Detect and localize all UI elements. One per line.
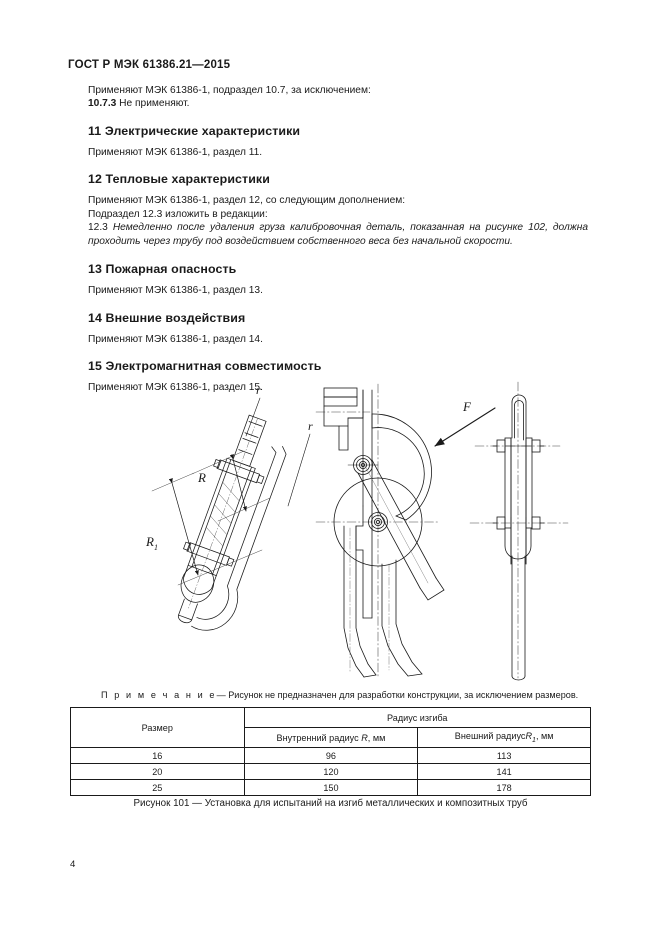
clause-12-3-text: Немедленно после удаления груза калибров… xyxy=(88,222,588,248)
section-heading-14: 14 Внешние воздействия xyxy=(88,310,246,325)
page-number: 4 xyxy=(70,859,76,870)
top-clamp-bracket xyxy=(323,387,364,451)
cell-size: 16 xyxy=(70,747,245,764)
intro-clause-text: Не применяют. xyxy=(119,98,190,110)
lower-roller xyxy=(333,477,423,567)
figure-note: П р и м е ч а н и е— Рисунок не предназн… xyxy=(101,689,621,701)
intro-paragraph-line2: 10.7.3 Не применяют. xyxy=(88,97,588,110)
table-header-inner-prefix: Внутренний радиус xyxy=(276,732,362,743)
fillet-label-1: r xyxy=(308,419,313,433)
force-label: F xyxy=(462,399,472,414)
table-header-outer-radius: Внешний радиусR1, мм xyxy=(417,727,591,748)
section-12-clause-12-3: 12.3 Немедленно после удаления груза кал… xyxy=(88,221,588,249)
table-header-outer-subscript: 1 xyxy=(532,736,536,744)
lever-arm xyxy=(357,459,445,601)
section-heading-11: 11 Электрические характеристики xyxy=(88,123,301,138)
section-11-paragraph-1: Применяют МЭК 61386-1, раздел 11. xyxy=(88,146,263,158)
table-header-row-1: Размер Радиус изгиба xyxy=(70,707,592,748)
side-centre-lines xyxy=(469,381,569,679)
table-row: 25 150 178 xyxy=(70,779,591,796)
side-upper-bolt xyxy=(492,439,545,453)
intro-clause-number: 10.7.3 xyxy=(88,98,117,110)
figure-caption: Рисунок 101 — Установка для испытаний на… xyxy=(133,798,528,809)
section-heading-12: 12 Тепловые характеристики xyxy=(88,172,270,187)
cell-outer-radius: 178 xyxy=(417,779,591,796)
cell-size: 25 xyxy=(70,779,245,796)
note-dash: — xyxy=(216,690,226,700)
table-body: 16 96 113 20 120 141 25 150 178 xyxy=(70,747,591,796)
section-15-paragraph-1: Применяют МЭК 61386-1, раздел 15. xyxy=(88,382,263,394)
cell-outer-radius: 113 xyxy=(417,747,591,764)
view-side-assembly xyxy=(469,381,569,681)
centre-lines xyxy=(315,383,439,679)
cell-inner-radius: 96 xyxy=(243,747,419,764)
figure-101-drawing: F xyxy=(120,378,620,683)
document-header-standard-id: ГОСТ Р МЭК 61386.21—2015 xyxy=(68,59,231,71)
view-inclined-detail xyxy=(151,397,311,631)
document-body: Применяют МЭК 61386-1, подраздел 10.7, з… xyxy=(88,84,588,395)
intro-paragraph-line1: Применяют МЭК 61386-1, подраздел 10.7, з… xyxy=(88,85,371,96)
radius-outer-label-group: R 1 xyxy=(145,534,158,552)
table-header-outer-symbol: R xyxy=(525,731,533,742)
radius-outer-label: R xyxy=(145,534,154,549)
fillet-label-2: r xyxy=(256,383,261,397)
force-arrow xyxy=(434,407,496,447)
radius-outer-subscript: 1 xyxy=(154,543,158,552)
table-header-inner-suffix: , мм xyxy=(367,732,386,743)
section-heading-15: 15 Электромагнитная совместимость xyxy=(88,359,322,374)
cell-outer-radius: 141 xyxy=(417,763,591,780)
view-front-assembly xyxy=(315,383,496,679)
cell-size: 20 xyxy=(70,763,245,780)
table-row: 16 96 113 xyxy=(70,747,591,764)
section-14-paragraph-1: Применяют МЭК 61386-1, раздел 14. xyxy=(88,333,263,345)
section-12-paragraph-1: Применяют МЭК 61386-1, раздел 12, со сле… xyxy=(88,195,406,207)
bend-radius-table-wrapper: Размер Радиус изгиба Внутренний радиус R… xyxy=(70,707,592,796)
bend-test-apparatus-svg: F xyxy=(145,381,569,681)
table-header-row-2: Внутренний радиус R, мм Внешний радиусR1… xyxy=(71,727,591,748)
clause-12-3-number: 12.3 xyxy=(88,222,108,234)
cell-inner-radius: 120 xyxy=(243,763,419,780)
upper-pivot-bolt xyxy=(347,455,379,475)
section-13-paragraph-1: Применяют МЭК 61386-1, раздел 13. xyxy=(88,285,263,297)
radius-inner-label: R xyxy=(197,470,206,485)
dimension-R-inner xyxy=(191,450,271,522)
note-text: Рисунок не предназначен для разработки к… xyxy=(228,690,579,700)
table-header-inner-radius: Внутренний радиус R, мм xyxy=(243,727,419,748)
note-label: П р и м е ч а н и е xyxy=(101,690,217,700)
fillet-leader-lines xyxy=(245,397,311,507)
section-heading-13: 13 Пожарная опасность xyxy=(88,262,237,277)
table-row: 20 120 141 xyxy=(70,763,591,780)
frame-column xyxy=(355,389,373,619)
table-header-group-bend-radius: Радиус изгиба xyxy=(243,707,592,728)
specimen-tube-bent xyxy=(343,525,423,678)
section-12-paragraph-2: Подраздел 12.3 изложить в редакции: xyxy=(88,208,268,220)
table-header-inner-symbol: R xyxy=(361,732,368,743)
bending-former-arc xyxy=(371,413,432,521)
dimension-R1-outer xyxy=(151,472,263,586)
bend-radius-table: Размер Радиус изгиба Внутренний радиус R… xyxy=(70,707,592,796)
table-header-outer-suffix: , мм xyxy=(535,731,554,742)
side-lower-bolt xyxy=(492,516,545,530)
cell-inner-radius: 150 xyxy=(243,779,419,796)
table-header-outer-prefix: Внешний радиус xyxy=(454,731,526,742)
table-header-size: Размер xyxy=(70,707,245,748)
